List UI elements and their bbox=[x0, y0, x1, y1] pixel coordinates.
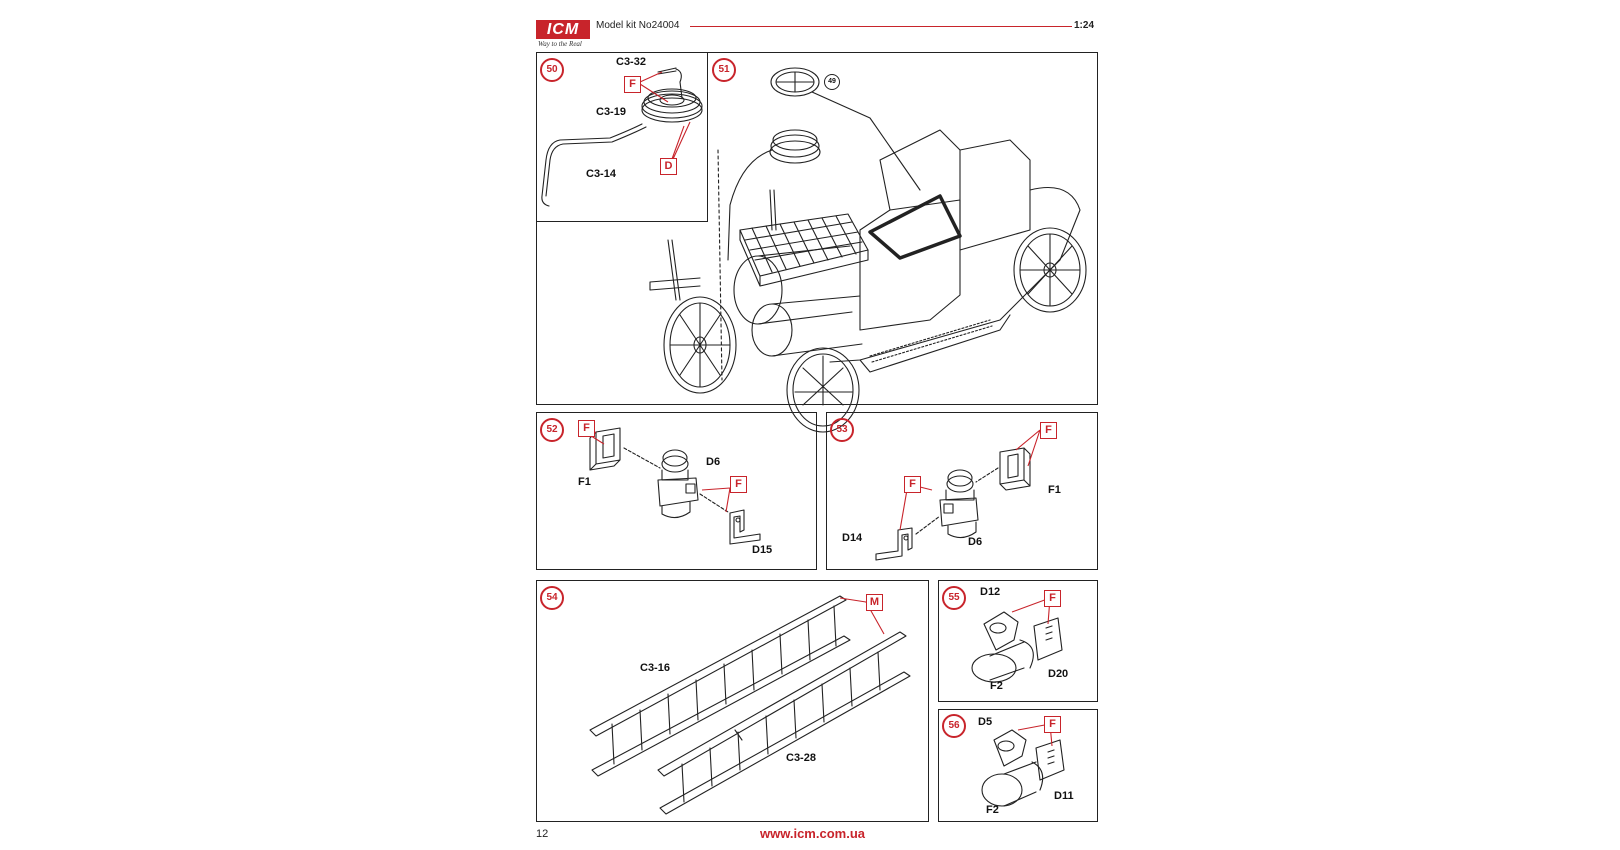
step-number-55: 55 bbox=[942, 586, 966, 610]
header-rule bbox=[690, 26, 1072, 27]
badge-m-step-54: M bbox=[866, 594, 883, 611]
label-c3-28: C3-28 bbox=[786, 752, 816, 764]
label-f2-step-56: F2 bbox=[986, 804, 999, 816]
label-f1-step-53: F1 bbox=[1048, 484, 1061, 496]
label-d5: D5 bbox=[978, 716, 993, 728]
step-number-50: 50 bbox=[540, 58, 564, 82]
panel-step-54 bbox=[536, 580, 929, 822]
callout-lines bbox=[587, 71, 1053, 747]
panel-step-50 bbox=[536, 52, 708, 222]
fire-truck-drawing bbox=[649, 67, 1087, 433]
label-d14: D14 bbox=[842, 532, 863, 544]
badge-f1-step-52: F bbox=[578, 420, 595, 437]
step-number-56: 56 bbox=[942, 714, 966, 738]
label-d11: D11 bbox=[1054, 790, 1074, 802]
badge-f2-step-52: F bbox=[730, 476, 747, 493]
step-number-54: 54 bbox=[540, 586, 564, 610]
label-c3-16: C3-16 bbox=[640, 662, 670, 674]
label-d20: D20 bbox=[1048, 668, 1069, 680]
reference-step-49: 49 bbox=[824, 74, 840, 90]
step-55-drawing bbox=[971, 611, 1063, 683]
logo-tagline: Way to the Real bbox=[538, 40, 582, 48]
label-d6-step-53: D6 bbox=[968, 536, 983, 548]
label-d12: D12 bbox=[980, 586, 1001, 598]
logo-brand: ICM bbox=[536, 20, 590, 39]
label-c3-14: C3-14 bbox=[586, 168, 616, 180]
scale-label: 1:24 bbox=[1074, 20, 1095, 31]
icm-logo: ICM Way to the Real bbox=[536, 20, 590, 50]
label-d15: D15 bbox=[752, 544, 773, 556]
panel-step-52 bbox=[536, 412, 817, 570]
badge-f-step-55: F bbox=[1044, 590, 1061, 607]
badge-f-step-56: F bbox=[1044, 716, 1061, 733]
label-c3-32: C3-32 bbox=[616, 56, 646, 68]
badge-d-step-50: D bbox=[660, 158, 677, 175]
label-f1-step-52: F1 bbox=[578, 476, 591, 488]
badge-f1-step-53: F bbox=[1040, 422, 1057, 439]
badge-f2-step-53: F bbox=[904, 476, 921, 493]
step-number-53: 53 bbox=[830, 418, 854, 442]
hose-assembly-drawing bbox=[541, 67, 703, 207]
page-number: 12 bbox=[536, 828, 549, 840]
badge-f-step-50: F bbox=[624, 76, 641, 93]
step-53-drawing bbox=[875, 447, 1031, 561]
ladders-drawing bbox=[589, 595, 911, 815]
kit-number: Model kit No24004 bbox=[596, 20, 680, 31]
step-number-51: 51 bbox=[712, 58, 736, 82]
label-d6-step-52: D6 bbox=[706, 456, 721, 468]
step-number-52: 52 bbox=[540, 418, 564, 442]
website-link[interactable]: www.icm.com.ua bbox=[760, 826, 865, 841]
label-c3-19: C3-19 bbox=[596, 106, 626, 118]
label-f2-step-55: F2 bbox=[990, 680, 1003, 692]
